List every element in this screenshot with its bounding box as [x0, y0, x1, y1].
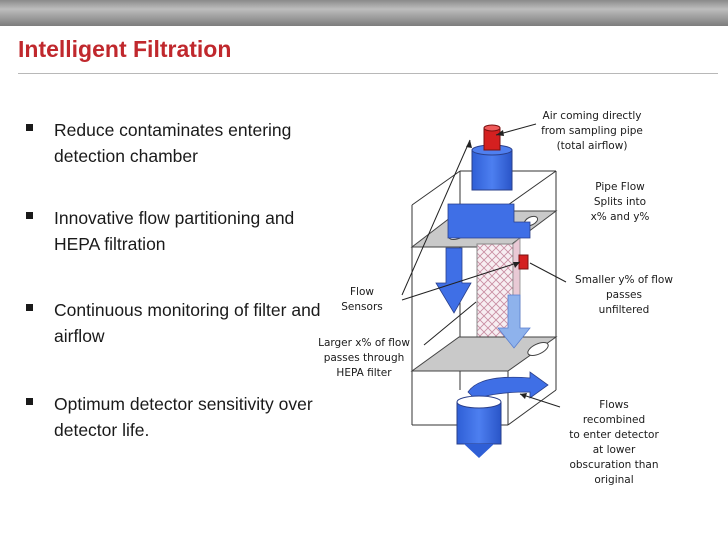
label-line: Pipe Flow: [595, 181, 645, 193]
bullet-marker: [26, 124, 33, 131]
label-line: x% and y%: [590, 211, 650, 223]
label-line: at lower: [592, 444, 636, 456]
label-line: Splits into: [593, 196, 647, 208]
label-line: Smaller y% of flow: [575, 274, 673, 286]
label-hepa: Larger x% of flow passes through HEPA fi…: [305, 336, 423, 381]
label-line: Flow: [350, 286, 374, 298]
outlet-pipe: [456, 395, 502, 458]
label-line: Larger x% of flow: [318, 337, 410, 349]
label-line: HEPA filter: [336, 367, 392, 379]
label-line: Flows: [599, 399, 629, 411]
bullet-marker: [26, 304, 33, 311]
label-flow-sensors: Flow Sensors: [332, 285, 392, 315]
bullet-text: Innovative flow partitioning and HEPA fi…: [54, 208, 295, 254]
page-title: Intelligent Filtration: [18, 36, 232, 62]
title-divider: [18, 73, 718, 74]
bullet-marker: [26, 212, 33, 219]
split-flow-shape: [447, 203, 531, 239]
label-line: obscuration than: [569, 459, 659, 471]
label-air-in: Air coming directly from sampling pipe (…: [530, 109, 654, 154]
label-unfiltered: Smaller y% of flow passes unfiltered: [564, 273, 684, 318]
label-line: original: [594, 474, 634, 486]
plate-opening: [527, 342, 549, 356]
flow-arrow-unfiltered: [497, 294, 531, 349]
bullet-text: Reduce contaminates entering detection c…: [54, 120, 292, 166]
inlet-pipe: [471, 124, 513, 191]
lower-partition-plate: [410, 336, 558, 372]
label-line: passes: [606, 289, 642, 301]
label-line: recombined: [582, 414, 646, 426]
bullet-marker: [26, 398, 33, 405]
label-line: Air coming directly: [542, 110, 642, 122]
flow-arrow-filtered: [435, 247, 472, 314]
label-line: unfiltered: [598, 304, 650, 316]
top-banner: [0, 0, 728, 26]
label-recombined: Flows recombined to enter detector at lo…: [558, 398, 670, 488]
outlet-arrow: [464, 444, 494, 458]
label-line: Sensors: [341, 301, 383, 313]
label-line: from sampling pipe: [541, 125, 643, 137]
label-line: passes through: [323, 352, 405, 364]
bullet-text: Optimum detector sensitivity over detect…: [54, 394, 313, 440]
bullet-text: Continuous monitoring of filter and airf…: [54, 300, 321, 346]
label-pipe-split: Pipe Flow Splits into x% and y%: [574, 180, 666, 225]
label-line: (total airflow): [556, 140, 628, 152]
callout-arrowheads: [466, 130, 527, 399]
flow-sensor-right: [518, 254, 529, 270]
label-line: to enter detector: [569, 429, 659, 441]
